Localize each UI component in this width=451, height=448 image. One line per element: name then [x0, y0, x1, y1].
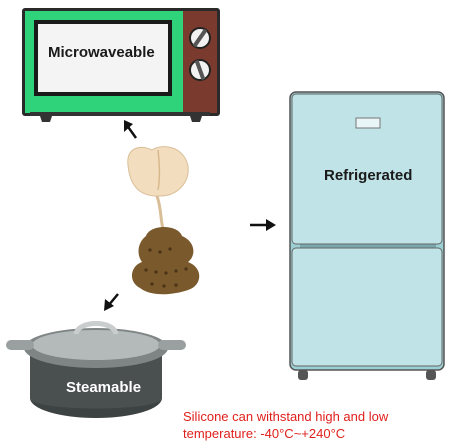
- arrow-icon: [250, 219, 276, 231]
- caption-line-2: temperature: -40°C~+240°C: [183, 426, 346, 441]
- arrow-icon: [124, 120, 138, 139]
- caption-line-1: Silicone can withstand high and low: [183, 409, 389, 424]
- tea-infuser-product: [127, 146, 200, 295]
- refrigerator-icon: [289, 91, 445, 380]
- microwave-icon: [22, 8, 220, 122]
- temperature-caption: Silicone can withstand high and low temp…: [183, 408, 449, 442]
- refrigerated-label: Refrigerated: [324, 167, 413, 184]
- cooking-pot-icon: [6, 321, 186, 418]
- steamable-label: Steamable: [66, 379, 142, 396]
- arrow-icon: [104, 293, 119, 311]
- microwaveable-label: Microwaveable: [48, 44, 155, 61]
